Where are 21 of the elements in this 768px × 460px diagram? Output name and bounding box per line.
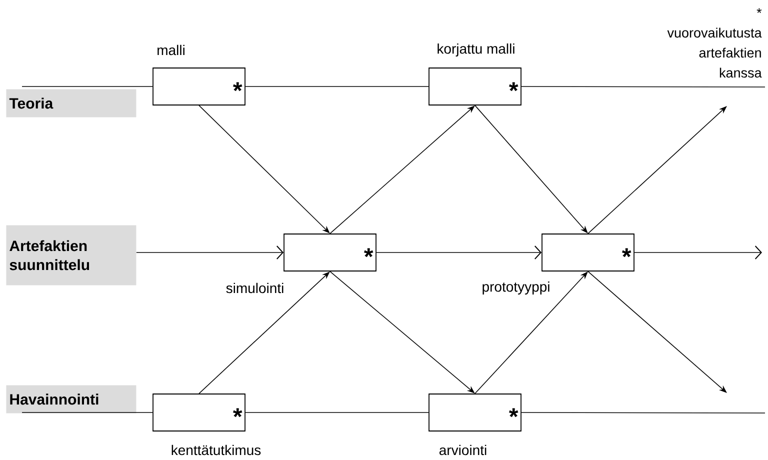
lane-band: Artefaktien suunnittelu bbox=[6, 225, 136, 286]
lane-band: Havainnointi bbox=[6, 385, 136, 414]
node-label: prototyyppi bbox=[482, 281, 550, 295]
node-label: malli bbox=[158, 44, 184, 56]
process-box: * arviointi bbox=[428, 394, 522, 456]
arrow bbox=[588, 106, 727, 234]
process-box: * kenttätutkimus bbox=[152, 394, 261, 456]
node-label: arviointi bbox=[439, 444, 486, 456]
process-box: korjattu malli * bbox=[428, 43, 522, 106]
node-label: kenttätutkimus bbox=[172, 444, 261, 456]
arrow bbox=[136, 246, 284, 260]
arrow bbox=[588, 271, 727, 393]
arrow bbox=[376, 246, 542, 260]
node-label: simulointi bbox=[226, 282, 284, 294]
lane-band: Teoria bbox=[6, 89, 136, 118]
process-box: * simulointi bbox=[226, 234, 376, 294]
node-label: korjattu malli bbox=[438, 43, 514, 57]
process-box: malli * bbox=[152, 44, 246, 106]
footnote: * vuorovaikutusta artefaktien kanssa bbox=[667, 8, 762, 78]
process-box: * prototyyppi bbox=[482, 234, 634, 295]
arrow bbox=[634, 246, 762, 260]
